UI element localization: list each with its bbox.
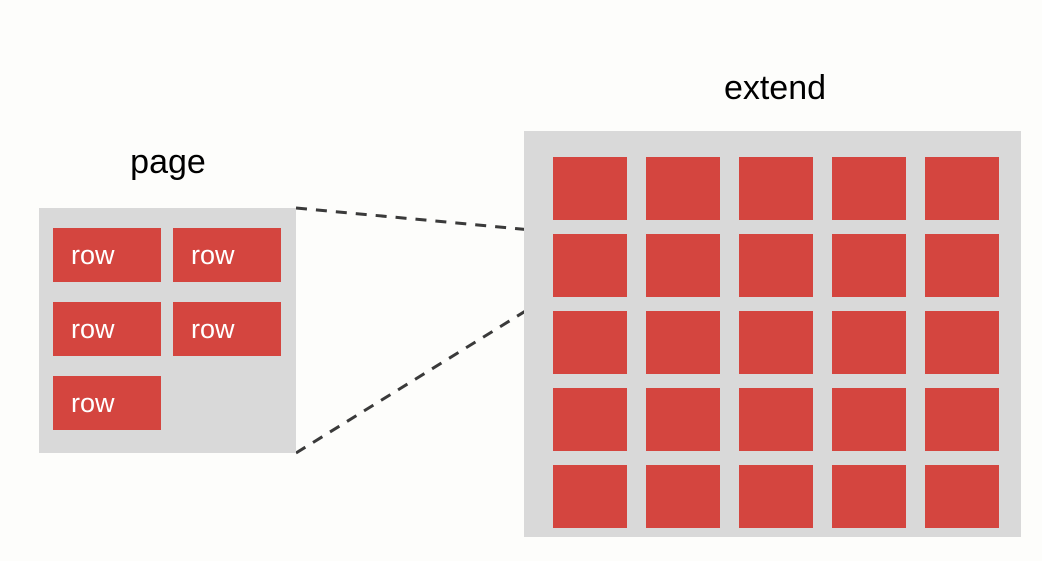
- extend-cell[interactable]: [646, 388, 720, 451]
- connector-line-bottom: [295, 292, 554, 455]
- extend-cell[interactable]: [553, 388, 627, 451]
- extend-cell[interactable]: [925, 311, 999, 374]
- extend-cell[interactable]: [925, 157, 999, 220]
- page-box: row row row row row: [39, 208, 296, 453]
- extend-title: extend: [723, 69, 827, 107]
- page-row-item[interactable]: row: [53, 228, 161, 282]
- extend-cell[interactable]: [646, 311, 720, 374]
- extend-cell[interactable]: [832, 388, 906, 451]
- extend-cell[interactable]: [925, 234, 999, 297]
- extend-cell[interactable]: [739, 311, 813, 374]
- extend-cell[interactable]: [553, 157, 627, 220]
- extend-cell[interactable]: [739, 465, 813, 528]
- extend-cell[interactable]: [832, 465, 906, 528]
- extend-cell[interactable]: [739, 388, 813, 451]
- extend-cell-grid: [553, 157, 999, 528]
- extend-cell[interactable]: [832, 311, 906, 374]
- extend-box: [524, 131, 1021, 537]
- extend-cell[interactable]: [925, 388, 999, 451]
- page-row-item[interactable]: row: [173, 302, 281, 356]
- page-row-item[interactable]: row: [173, 228, 281, 282]
- extend-cell[interactable]: [739, 157, 813, 220]
- page-title: page: [130, 143, 206, 181]
- extend-cell[interactable]: [832, 234, 906, 297]
- extend-cell[interactable]: [646, 234, 720, 297]
- extend-cell[interactable]: [646, 157, 720, 220]
- page-row-item[interactable]: row: [53, 302, 161, 356]
- page-row-item[interactable]: row: [53, 376, 161, 430]
- extend-cell[interactable]: [646, 465, 720, 528]
- extend-cell[interactable]: [739, 234, 813, 297]
- page-row-list: row row row row row: [53, 228, 281, 430]
- extend-cell[interactable]: [553, 465, 627, 528]
- extend-cell[interactable]: [553, 234, 627, 297]
- extend-cell[interactable]: [832, 157, 906, 220]
- extend-cell[interactable]: [925, 465, 999, 528]
- connector-line-top: [295, 206, 554, 234]
- extend-cell[interactable]: [553, 311, 627, 374]
